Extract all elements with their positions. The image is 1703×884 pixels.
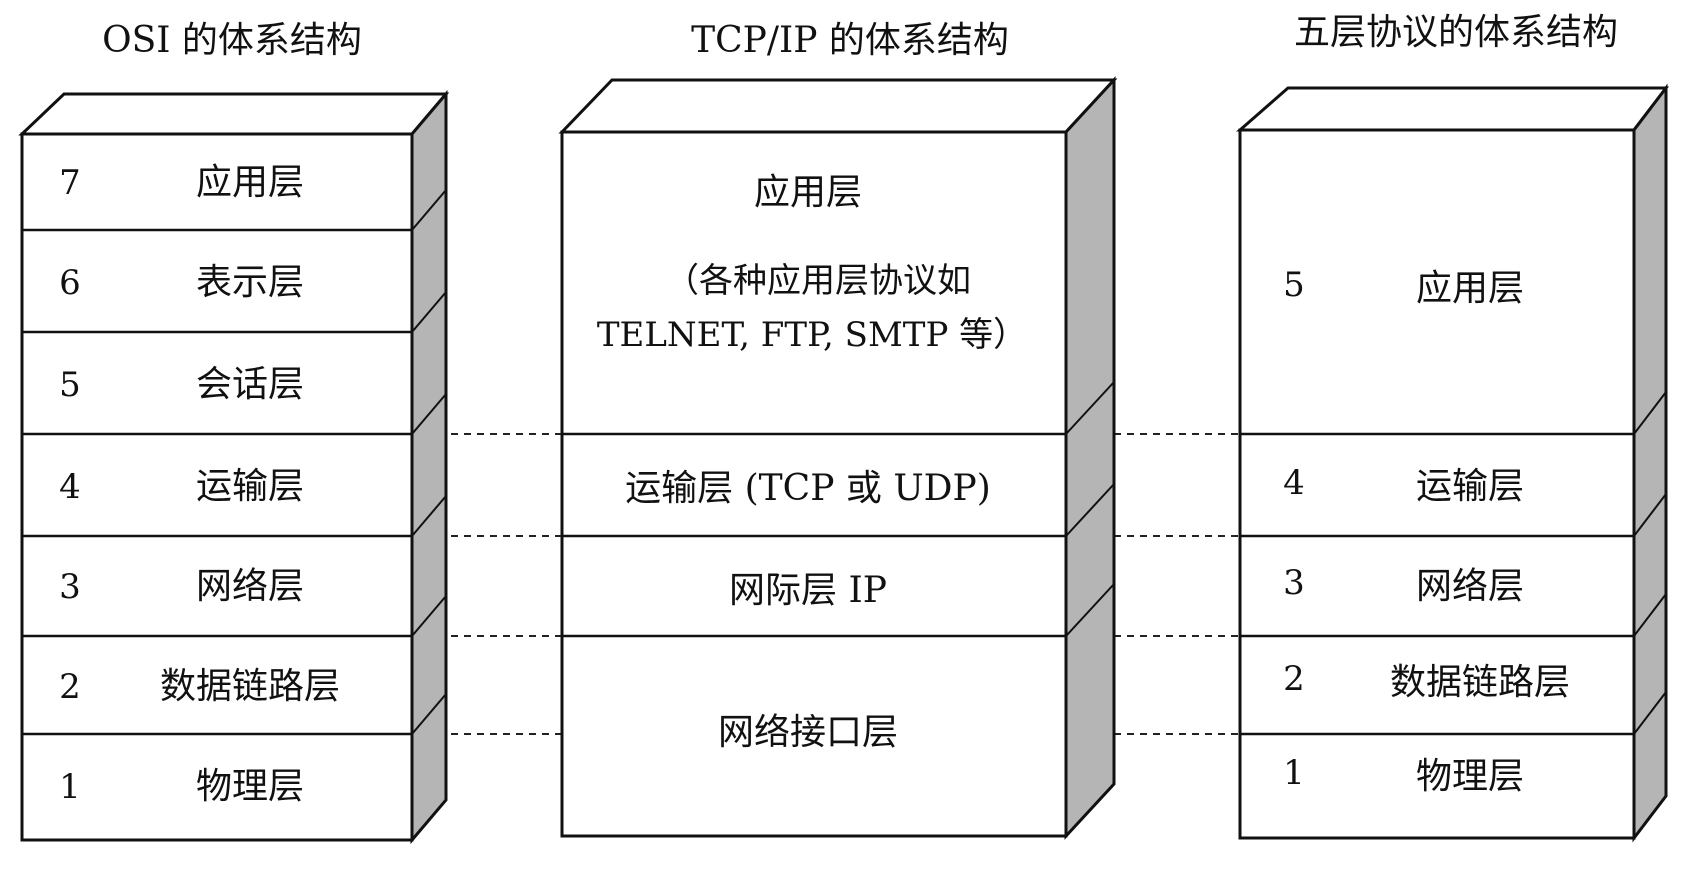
layer-number: 1 [1283,753,1305,793]
osi-layer-3: 3 网络层 [59,566,304,607]
osi-layer-2: 2 数据链路层 [59,666,340,707]
layer-number: 3 [1283,563,1305,603]
layer-number: 2 [59,667,81,707]
layer-label: 表示层 [196,262,304,303]
five-layer-front-face [1238,128,1636,840]
layer-label: 网络接口层 [718,712,898,753]
osi-top-face [18,92,450,136]
five-layer-layer-2: 2 数据链路层 [1283,659,1570,703]
tcpip-top-face [558,78,1118,134]
five-layer-layer-dividers [1240,432,1634,736]
layer-label: 运输层 [196,466,304,507]
five-layer-layer-5: 5 应用层 [1283,265,1524,309]
osi-title: OSI 的体系结构 [102,20,362,61]
layer-label: 应用层 [754,172,862,213]
osi-layer-dividers [22,228,412,736]
layer-label: 运输层 (TCP 或 UDP) [625,468,991,509]
five-layer-side-ridges [1633,391,1667,735]
tcpip-front-face [560,130,1068,838]
osi-layer-4: 4 运输层 [59,466,304,507]
layer-label: 网络层 [1416,566,1524,607]
tcpip-side-face [1064,76,1116,840]
five-layer-top-face [1236,86,1670,132]
layer-number: 4 [59,467,81,507]
osi-front-face [20,132,414,842]
layer-label: 应用层 [196,162,304,203]
tcpip-layer-network-interface: 网络接口层 [718,712,898,753]
layer-number: 3 [59,567,81,607]
layer-label: 数据链路层 [160,666,340,707]
layer-label: 网络层 [196,566,304,607]
osi-layer-7: 7 应用层 [59,162,304,203]
five-layer-stack: 五层协议的体系结构 5 应用层 4 运输层 3 网络层 2 数据链路层 1 物理… [1236,12,1670,843]
tcpip-title: TCP/IP 的体系结构 [691,20,1009,61]
osi-layer-6: 6 表示层 [59,262,304,303]
layer-label: 数据链路层 [1390,662,1570,703]
osi-layer-1: 1 物理层 [59,766,304,807]
five-layer-layer-3: 3 网络层 [1283,563,1524,607]
layer-number: 2 [1283,659,1305,699]
layer-label: 物理层 [1416,756,1524,797]
tcpip-layer-application: 应用层 （各种应用层协议如 TELNET, FTP, SMTP 等） [597,172,1027,355]
tcpip-side-ridges [1065,381,1115,637]
layer-number: 6 [59,263,81,303]
tcpip-layer-dividers [562,432,1066,638]
tcpip-layer-transport: 运输层 (TCP 或 UDP) [625,468,991,509]
osi-stack: OSI 的体系结构 7 应用层 6 表示层 5 会话层 4 运输层 3 网络层 [18,20,450,845]
five-layer-title: 五层协议的体系结构 [1294,12,1618,53]
layer-number: 1 [59,767,81,807]
osi-side-ridges [411,189,447,735]
layer-label: 网际层 IP [729,570,887,611]
layer-protocols-line-1: （各种应用层协议如 [665,261,971,301]
layer-label: 应用层 [1416,268,1524,309]
tcpip-stack: TCP/IP 的体系结构 应用层 （各种应用层协议如 TELNET, FTP, … [558,20,1118,840]
layer-label: 物理层 [196,766,304,807]
layer-number: 5 [1283,265,1305,305]
five-layer-side-face [1632,83,1668,843]
layer-label: 会话层 [196,364,304,405]
layer-label: 运输层 [1416,466,1524,507]
layer-number: 5 [59,365,81,405]
five-layer-layer-4: 4 运输层 [1283,463,1524,507]
tcpip-layer-internet: 网际层 IP [729,570,887,611]
layer-protocols-line-2: TELNET, FTP, SMTP 等） [597,315,1027,355]
layer-number: 4 [1283,463,1305,503]
osi-layer-5: 5 会话层 [59,364,304,405]
layer-number: 7 [59,163,81,203]
five-layer-layer-1: 1 物理层 [1283,753,1524,797]
